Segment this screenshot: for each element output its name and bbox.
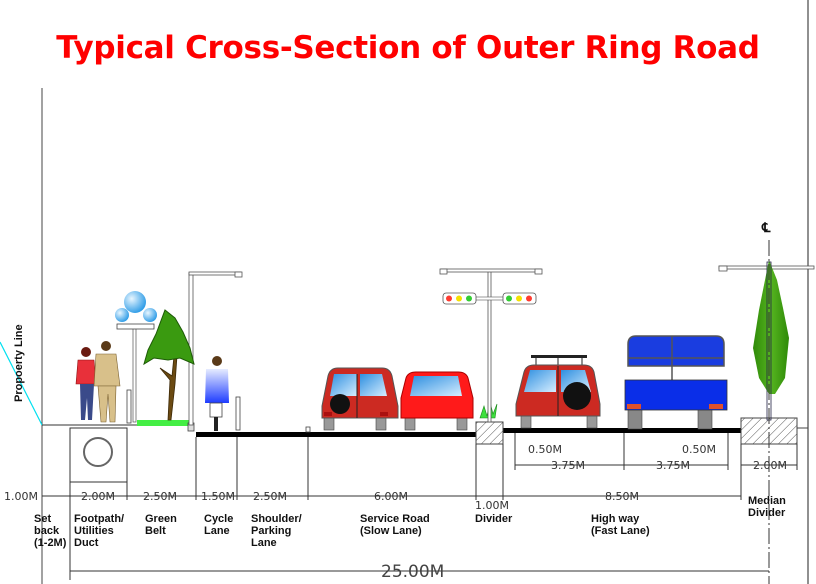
segment-label-line: Parking [251,525,291,537]
pedestrians-icon [75,341,121,423]
segment-label-line: Cycle [204,513,233,525]
property-line [0,341,43,426]
segment-label-line: (Fast Lane) [591,525,650,537]
segment-label-line: Lane [251,537,277,549]
segment-label-line: (1-2M) [34,537,67,549]
centerline-symbol: ℄ [761,220,771,235]
globe-lamp-icon [115,291,157,423]
dim-cycle-lane: 1.50M [201,490,235,503]
dim-highway-edge-left: 0.50M [528,443,562,456]
total-width: 25.00M [381,562,444,582]
median-street-light-icon [718,265,815,272]
dimension-extension-lines [69,428,798,580]
dim-divider: 1.00M [475,499,509,512]
road-stud [305,426,311,433]
segment-label-line: Footpath/ [74,513,124,525]
traffic-signal-left-icon [442,292,477,305]
dim-green-belt: 2.50M [143,490,177,503]
segment-label-line: back [34,525,60,537]
suv-roof-rack-car-icon [515,355,601,429]
traffic-signal-right-icon [502,292,537,305]
segment-label-line: High way [591,513,640,525]
segment-label-line: (Slow Lane) [360,525,422,537]
highway-road-surface [503,428,741,433]
segment-label-line: Divider [475,513,513,525]
property-line-label: Propoerty Line [13,324,25,402]
segment-label-divider: Divider [475,513,513,525]
segment-label-line: Set [34,513,51,525]
segment-label-line: Service Road [360,513,430,525]
segment-label-line: Lane [204,525,230,537]
segment-label-line: Green [145,513,177,525]
dim-highway-lane-left: 3.75M [551,459,585,472]
sedan-car-icon [400,371,474,431]
segment-label-service-road: Service Road(Slow Lane) [360,513,430,537]
suv-car-icon [321,367,399,431]
dim-setback: 1.00M [4,490,38,503]
segment-label-highway: High way(Fast Lane) [591,513,650,537]
dim-median: 2.00M [753,459,787,472]
cyclist-icon [205,356,229,431]
dim-highway: 8.50M [605,490,639,503]
segment-label-line: Median [748,495,786,507]
divider-block [475,421,504,445]
segment-label-line: Belt [145,525,166,537]
traffic-signal-pole-icon [439,268,543,423]
dim-highway-edge-right: 0.50M [682,443,716,456]
segment-label-line: Utilities [74,525,114,537]
segment-label-line: Duct [74,537,99,549]
page-title: Typical Cross-Section of Outer Ring Road [56,30,760,66]
dim-shoulder: 2.50M [253,490,287,503]
bollard [126,389,132,424]
dim-footpath: 2.00M [81,490,115,503]
dim-highway-lane-right: 3.75M [656,459,690,472]
utilities-duct-box [69,427,128,483]
median-tree-icon [753,260,789,421]
segment-label-line: Shoulder/ [251,513,302,525]
bollard [235,396,241,431]
dim-service-road: 6.00M [374,490,408,503]
service-road-surface [196,432,476,437]
segment-label-line: Divider [748,507,786,519]
pickup-truck-icon [624,335,728,430]
roadside-tree-icon [143,309,195,421]
utilities-duct-pipe [83,437,113,467]
green-belt-grass [137,420,189,426]
